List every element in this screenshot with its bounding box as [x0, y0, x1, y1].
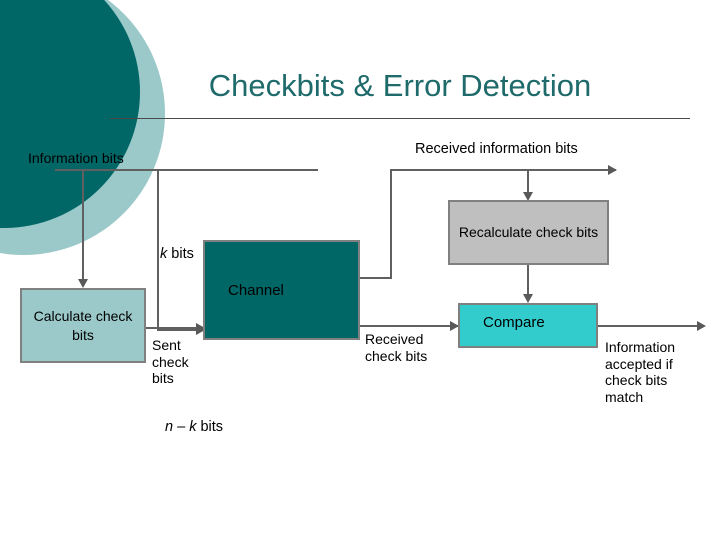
- arrowhead-compare-output: [697, 321, 706, 331]
- arrowhead-into-channel-bottom: [196, 323, 205, 333]
- line-channel-up: [390, 169, 392, 279]
- label-k-bits-variable: k: [160, 246, 168, 262]
- label-k-bits-unit: bits: [167, 246, 194, 262]
- box-recalculate-check-bits[interactable]: Recalculate check bits: [448, 200, 609, 265]
- label-sent-check-bits: Sent check bits: [152, 337, 189, 387]
- line-information-bits-left: [55, 169, 160, 171]
- label-k-variable: k: [189, 419, 197, 435]
- box-calculate-check-bits[interactable]: Calculate check bits: [20, 288, 146, 363]
- label-received-information-bits: Received information bits: [415, 141, 578, 157]
- arrowhead-into-recalculate: [523, 192, 533, 201]
- line-information-bits-right: [158, 169, 318, 171]
- line-compare-output: [598, 325, 703, 327]
- arrowhead-into-compare-top: [523, 294, 533, 303]
- box-compare[interactable]: [458, 303, 598, 348]
- line-information-to-calculate: [82, 169, 84, 281]
- page-title: Checkbits & Error Detection: [208, 68, 592, 103]
- line-information-down-to-channel: [157, 169, 159, 331]
- label-nk-unit: bits: [196, 419, 224, 435]
- box-channel-label: Channel: [228, 282, 284, 299]
- label-information-bits: Information bits: [28, 150, 124, 166]
- title-divider: [110, 118, 690, 119]
- line-k-bits-into-channel: [157, 329, 205, 331]
- label-n-variable: n: [165, 419, 174, 435]
- line-channel-to-compare: [360, 325, 458, 327]
- label-information-accepted: Information accepted if check bits match: [605, 339, 676, 405]
- label-received-check-bits: Received check bits: [365, 331, 428, 364]
- box-channel[interactable]: [203, 240, 360, 340]
- line-calculate-to-channel: [146, 327, 204, 329]
- box-compare-label: Compare: [483, 314, 545, 331]
- arrowhead-into-calculate: [78, 279, 88, 288]
- label-k-bits: k bits: [160, 246, 194, 263]
- line-channel-out-top: [360, 277, 392, 279]
- line-received-information-bits: [390, 169, 616, 171]
- line-into-recalculate: [527, 169, 529, 195]
- arrowhead-received-information-out: [608, 165, 617, 175]
- line-recalculate-to-compare: [527, 265, 529, 297]
- label-n-minus-k-bits: n – k bits: [165, 419, 223, 436]
- label-minus-sign: –: [173, 419, 190, 435]
- arrowhead-into-compare-left: [450, 321, 459, 331]
